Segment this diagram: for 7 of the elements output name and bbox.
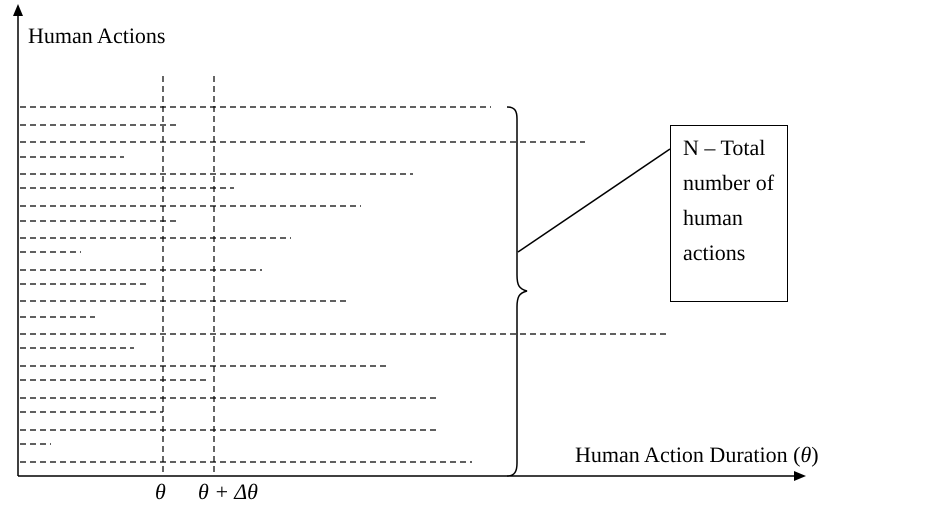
callout-box xyxy=(670,125,788,302)
tick-label: θ xyxy=(155,478,166,506)
tick-label: θ + Δθ xyxy=(198,478,258,506)
axis-label: Human Action Duration (θ) xyxy=(575,441,819,469)
callout-text: N – Total number of human actions xyxy=(683,134,776,267)
axis-label: Human Actions xyxy=(28,22,166,50)
leader-line xyxy=(518,148,670,253)
